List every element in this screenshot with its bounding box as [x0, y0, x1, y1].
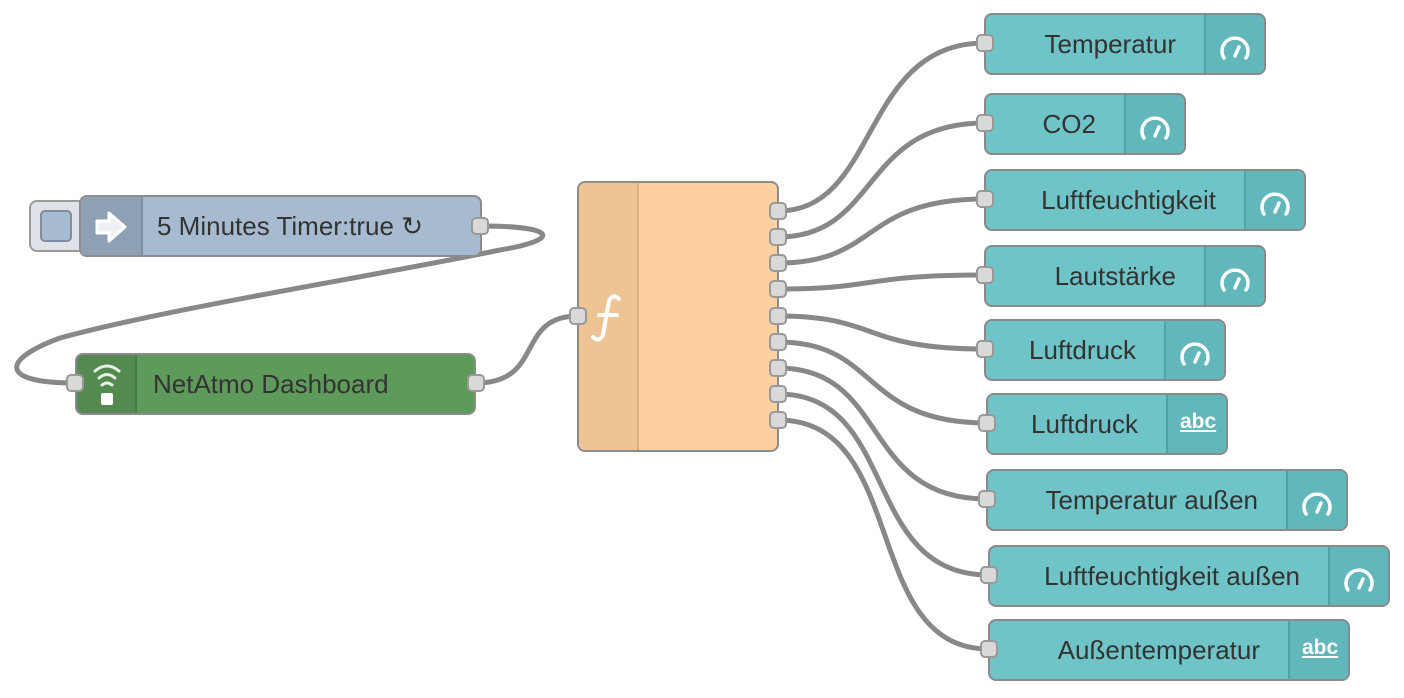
- gauge-node-co2[interactable]: CO2: [984, 93, 1186, 155]
- abc-text-icon: abc: [1180, 410, 1217, 433]
- inject-icon-area: [81, 197, 143, 255]
- netatmo-label: NetAtmo Dashboard: [153, 369, 389, 399]
- node-icon-area: [1286, 471, 1346, 529]
- wire-function-to-aussentemperatur[interactable]: [775, 417, 992, 652]
- function-output-port-5[interactable]: [769, 307, 787, 325]
- inject-button-face[interactable]: [40, 210, 72, 242]
- wire-function-to-temperatur-aussen[interactable]: [775, 365, 990, 502]
- wire-function-to-lautstaerke[interactable]: [775, 272, 988, 292]
- node-icon-area: [1328, 547, 1388, 605]
- netatmo-icon-area: [77, 355, 137, 413]
- node-label: CO2: [1042, 109, 1096, 139]
- inject-output-port[interactable]: [471, 217, 489, 235]
- input-port-luftfeuchtigkeit-aussen[interactable]: [980, 566, 998, 584]
- input-port-lautstaerke[interactable]: [976, 266, 994, 284]
- node-label: Temperatur: [1044, 29, 1177, 59]
- wifi-broadcast-icon: [93, 364, 121, 405]
- function-node[interactable]: [577, 181, 779, 452]
- wire-inject-to-netatmo[interactable]: [14, 223, 546, 386]
- node-label: Luftfeuchtigkeit: [1041, 185, 1216, 215]
- wire-function-to-luftdruck-gauge[interactable]: [775, 313, 988, 352]
- node-label: Lautstärke: [1054, 261, 1176, 291]
- input-port-luftdruck-gauge[interactable]: [976, 340, 994, 358]
- inject-node[interactable]: 5 Minutes Timer:true ↻: [79, 195, 482, 257]
- node-icon-area: [1204, 15, 1264, 73]
- input-port-luftfeuchtigkeit[interactable]: [976, 190, 994, 208]
- function-output-port-1[interactable]: [769, 202, 787, 220]
- gauge-icon: [1220, 268, 1250, 292]
- function-f-icon: [591, 294, 621, 342]
- wire-function-to-co2[interactable]: [775, 120, 988, 240]
- node-label: Außentemperatur: [1057, 635, 1260, 665]
- gauge-icon: [1344, 568, 1374, 592]
- input-port-luftdruck-text[interactable]: [978, 414, 996, 432]
- function-input-port[interactable]: [569, 307, 587, 325]
- function-icon-area: [579, 183, 639, 450]
- node-icon-area: abc: [1166, 395, 1226, 453]
- node-icon-area: [1204, 247, 1264, 305]
- wire-function-to-luftdruck-text[interactable]: [775, 339, 990, 426]
- node-icon-area: [1124, 95, 1184, 153]
- gauge-node-luftdruck[interactable]: Luftdruck: [984, 319, 1226, 381]
- function-output-port-4[interactable]: [769, 280, 787, 298]
- function-output-port-8[interactable]: [769, 385, 787, 403]
- input-port-aussentemperatur[interactable]: [980, 640, 998, 658]
- gauge-node-luftfeuchtigkeit-aussen[interactable]: Luftfeuchtigkeit außen: [988, 545, 1390, 607]
- input-port-temperatur-aussen[interactable]: [978, 490, 996, 508]
- input-port-temperatur[interactable]: [976, 34, 994, 52]
- arrow-right-icon: [95, 211, 127, 243]
- node-icon-area: [1244, 171, 1304, 229]
- netatmo-node[interactable]: NetAtmo Dashboard: [75, 353, 476, 415]
- function-output-port-7[interactable]: [769, 359, 787, 377]
- gauge-node-temperatur-aussen[interactable]: Temperatur außen: [986, 469, 1348, 531]
- wire-netatmo-to-function[interactable]: [473, 313, 581, 386]
- function-output-port-6[interactable]: [769, 333, 787, 351]
- node-icon-area: [1164, 321, 1224, 379]
- abc-text-icon: abc: [1302, 636, 1339, 659]
- wire-function-to-luftfeuchtigkeit[interactable]: [775, 196, 988, 266]
- node-label: Luftfeuchtigkeit außen: [1044, 561, 1300, 591]
- node-label: Luftdruck: [1029, 335, 1136, 365]
- gauge-icon: [1140, 116, 1170, 140]
- inject-label: 5 Minutes Timer:true ↻: [157, 211, 423, 241]
- node-label: Temperatur außen: [1045, 485, 1258, 515]
- function-output-port-3[interactable]: [769, 254, 787, 272]
- text-node-luftdruck[interactable]: Luftdruck abc: [986, 393, 1228, 455]
- wire-function-to-temperatur[interactable]: [775, 40, 988, 214]
- netatmo-input-port[interactable]: [66, 374, 84, 392]
- gauge-node-lautstaerke[interactable]: Lautstärke: [984, 245, 1266, 307]
- gauge-icon: [1180, 342, 1210, 366]
- wire-function-to-luftfeuchtigkeit-aussen[interactable]: [775, 391, 992, 578]
- inject-trigger-button[interactable]: [29, 200, 83, 252]
- function-output-port-2[interactable]: [769, 228, 787, 246]
- gauge-node-luftfeuchtigkeit[interactable]: Luftfeuchtigkeit: [984, 169, 1306, 231]
- gauge-icon: [1302, 492, 1332, 516]
- text-node-aussentemperatur[interactable]: Außentemperatur abc: [988, 619, 1350, 681]
- gauge-icon: [1260, 192, 1290, 216]
- gauge-icon: [1220, 36, 1250, 60]
- node-icon-area: abc: [1288, 621, 1348, 679]
- gauge-node-temperatur[interactable]: Temperatur: [984, 13, 1266, 75]
- node-label: Luftdruck: [1031, 409, 1138, 439]
- function-output-port-9[interactable]: [769, 411, 787, 429]
- netatmo-output-port[interactable]: [467, 374, 485, 392]
- input-port-co2[interactable]: [976, 114, 994, 132]
